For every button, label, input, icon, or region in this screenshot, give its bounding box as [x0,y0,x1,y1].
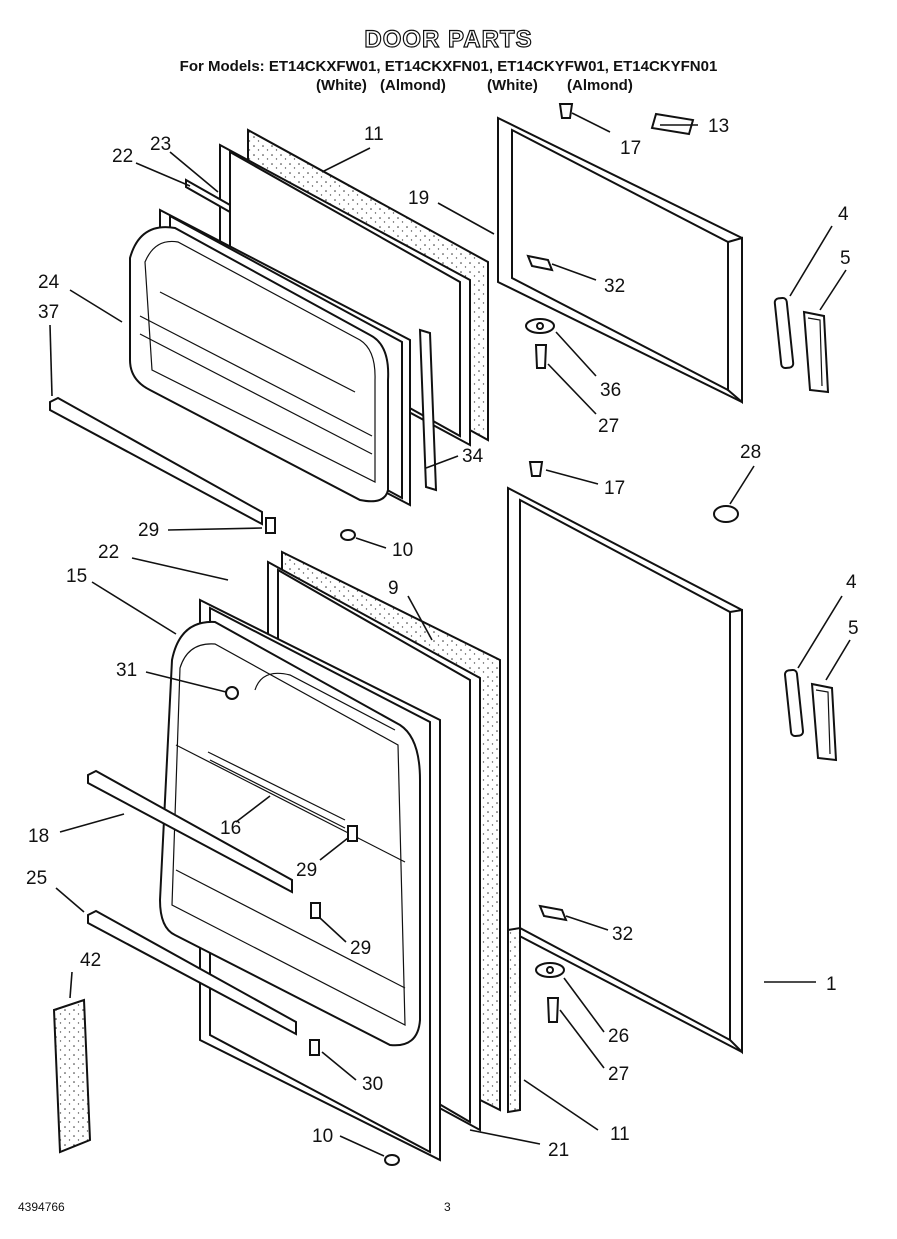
callout-18: 18 [28,826,49,847]
callout-11-c: 11 [610,1124,630,1145]
callout-27-a: 27 [598,416,619,437]
callout-32-a: 32 [604,276,625,297]
hinge-bracket-32-top [526,254,554,272]
callout-23: 23 [150,134,171,155]
freezer-seal-strip-34 [418,328,438,492]
page-number: 3 [444,1200,451,1214]
callout-4-a: 4 [838,204,849,225]
callout-32-b: 32 [612,924,633,945]
callout-31: 31 [116,660,137,681]
callout-17-b: 17 [604,478,625,499]
callout-29-c: 29 [350,938,371,959]
callout-24: 24 [38,272,60,293]
freezer-shelf-bar-37 [49,396,263,526]
callout-29-b: 29 [296,860,317,881]
callout-labels: 11 23 22 24 37 19 13 17 32 36 27 4 5 34 … [26,116,859,1161]
breaker-strip-42 [52,998,92,1154]
callout-29-a: 29 [138,520,159,541]
callout-42: 42 [80,950,101,971]
callout-1: 1 [826,974,837,995]
callout-4-b: 4 [846,572,857,593]
shelf-trim-16 [207,751,346,829]
callout-16: 16 [220,818,241,839]
callout-19: 19 [408,188,429,209]
callout-11-a: 11 [364,124,384,145]
callout-22-a: 22 [112,146,133,167]
fresh-food-handle-4 [783,668,805,738]
callout-21: 21 [548,1140,569,1161]
color-almond-2: (Almond) [567,77,633,94]
callout-30: 30 [362,1074,383,1095]
model-list: For Models: ET14CKXFW01, ET14CKXFN01, ET… [179,58,718,75]
callout-5-a: 5 [840,248,851,269]
color-white-1: (White) [316,77,367,94]
leader-lines [49,112,851,1157]
callout-10-a: 10 [392,540,413,561]
shelf-bar-25 [87,909,297,1036]
butter-compartment-31 [225,686,239,700]
fresh-food-outer-panel-11 [507,926,521,1114]
callout-28: 28 [740,442,761,463]
callout-15: 15 [66,566,87,587]
nameplate-13 [650,112,695,136]
callout-25: 25 [26,868,47,889]
callout-37: 37 [38,302,59,323]
hinge-26 [535,962,565,978]
screw-27-top [534,344,548,369]
callout-27-b: 27 [608,1064,629,1085]
freezer-handle-cover-5 [802,310,830,394]
hinge-pin-17-mid [528,461,544,477]
fresh-food-liner-15 [158,620,421,1047]
fresh-food-outer-door-1 [507,486,743,1055]
hinge-36 [525,318,555,334]
page-title: DOOR PARTS [364,25,533,53]
callout-5-b: 5 [848,618,859,639]
callout-26: 26 [608,1026,629,1047]
freezer-handle-4 [773,296,795,370]
freezer-door-liner-24 [129,226,390,503]
hinge-bracket-32-bottom [538,904,568,922]
screw-10 [340,529,400,1166]
callout-17-a: 17 [620,138,641,159]
screw-27-bottom [546,997,560,1023]
callout-10-b: 10 [312,1126,333,1147]
clip-30 [309,1039,320,1056]
callout-36: 36 [600,380,621,401]
color-almond-1: (Almond) [380,77,446,94]
callout-13: 13 [708,116,729,137]
freezer-outer-door-19 [497,116,743,405]
fresh-food-handle-cover-5 [810,682,838,762]
color-white-2: (White) [487,77,538,94]
callout-22-b: 22 [98,542,119,563]
clips-29 [265,517,358,919]
hinge-pin-17-top [558,103,574,119]
callout-34: 34 [462,446,484,467]
plug-28 [713,505,739,523]
callout-9: 9 [388,578,399,599]
document-number: 4394766 [18,1200,65,1214]
shelf-bar-18 [87,769,293,894]
